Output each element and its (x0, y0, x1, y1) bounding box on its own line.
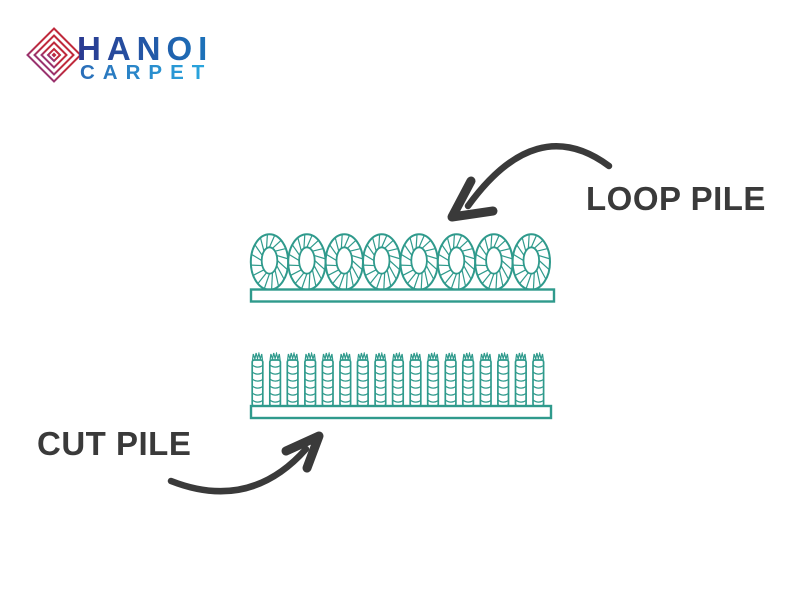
cut-pile-arrow-icon (167, 431, 324, 495)
cut-pile-label: CUT PILE (37, 425, 192, 462)
brand-name-line1: HANOI (77, 30, 213, 67)
brand-logo: HANOI CARPET (26, 27, 213, 84)
cut-pile-illustration (249, 352, 553, 420)
loop-pile-label: LOOP PILE (586, 180, 766, 217)
carpet-backing (249, 404, 553, 420)
brand-name-line2: CARPET (80, 61, 212, 84)
loop-pile-illustration (249, 233, 556, 303)
carpet-backing (249, 288, 556, 303)
diamond-logo-icon (26, 27, 82, 83)
yarn-loops (249, 233, 551, 291)
yarn-strands (251, 352, 545, 407)
